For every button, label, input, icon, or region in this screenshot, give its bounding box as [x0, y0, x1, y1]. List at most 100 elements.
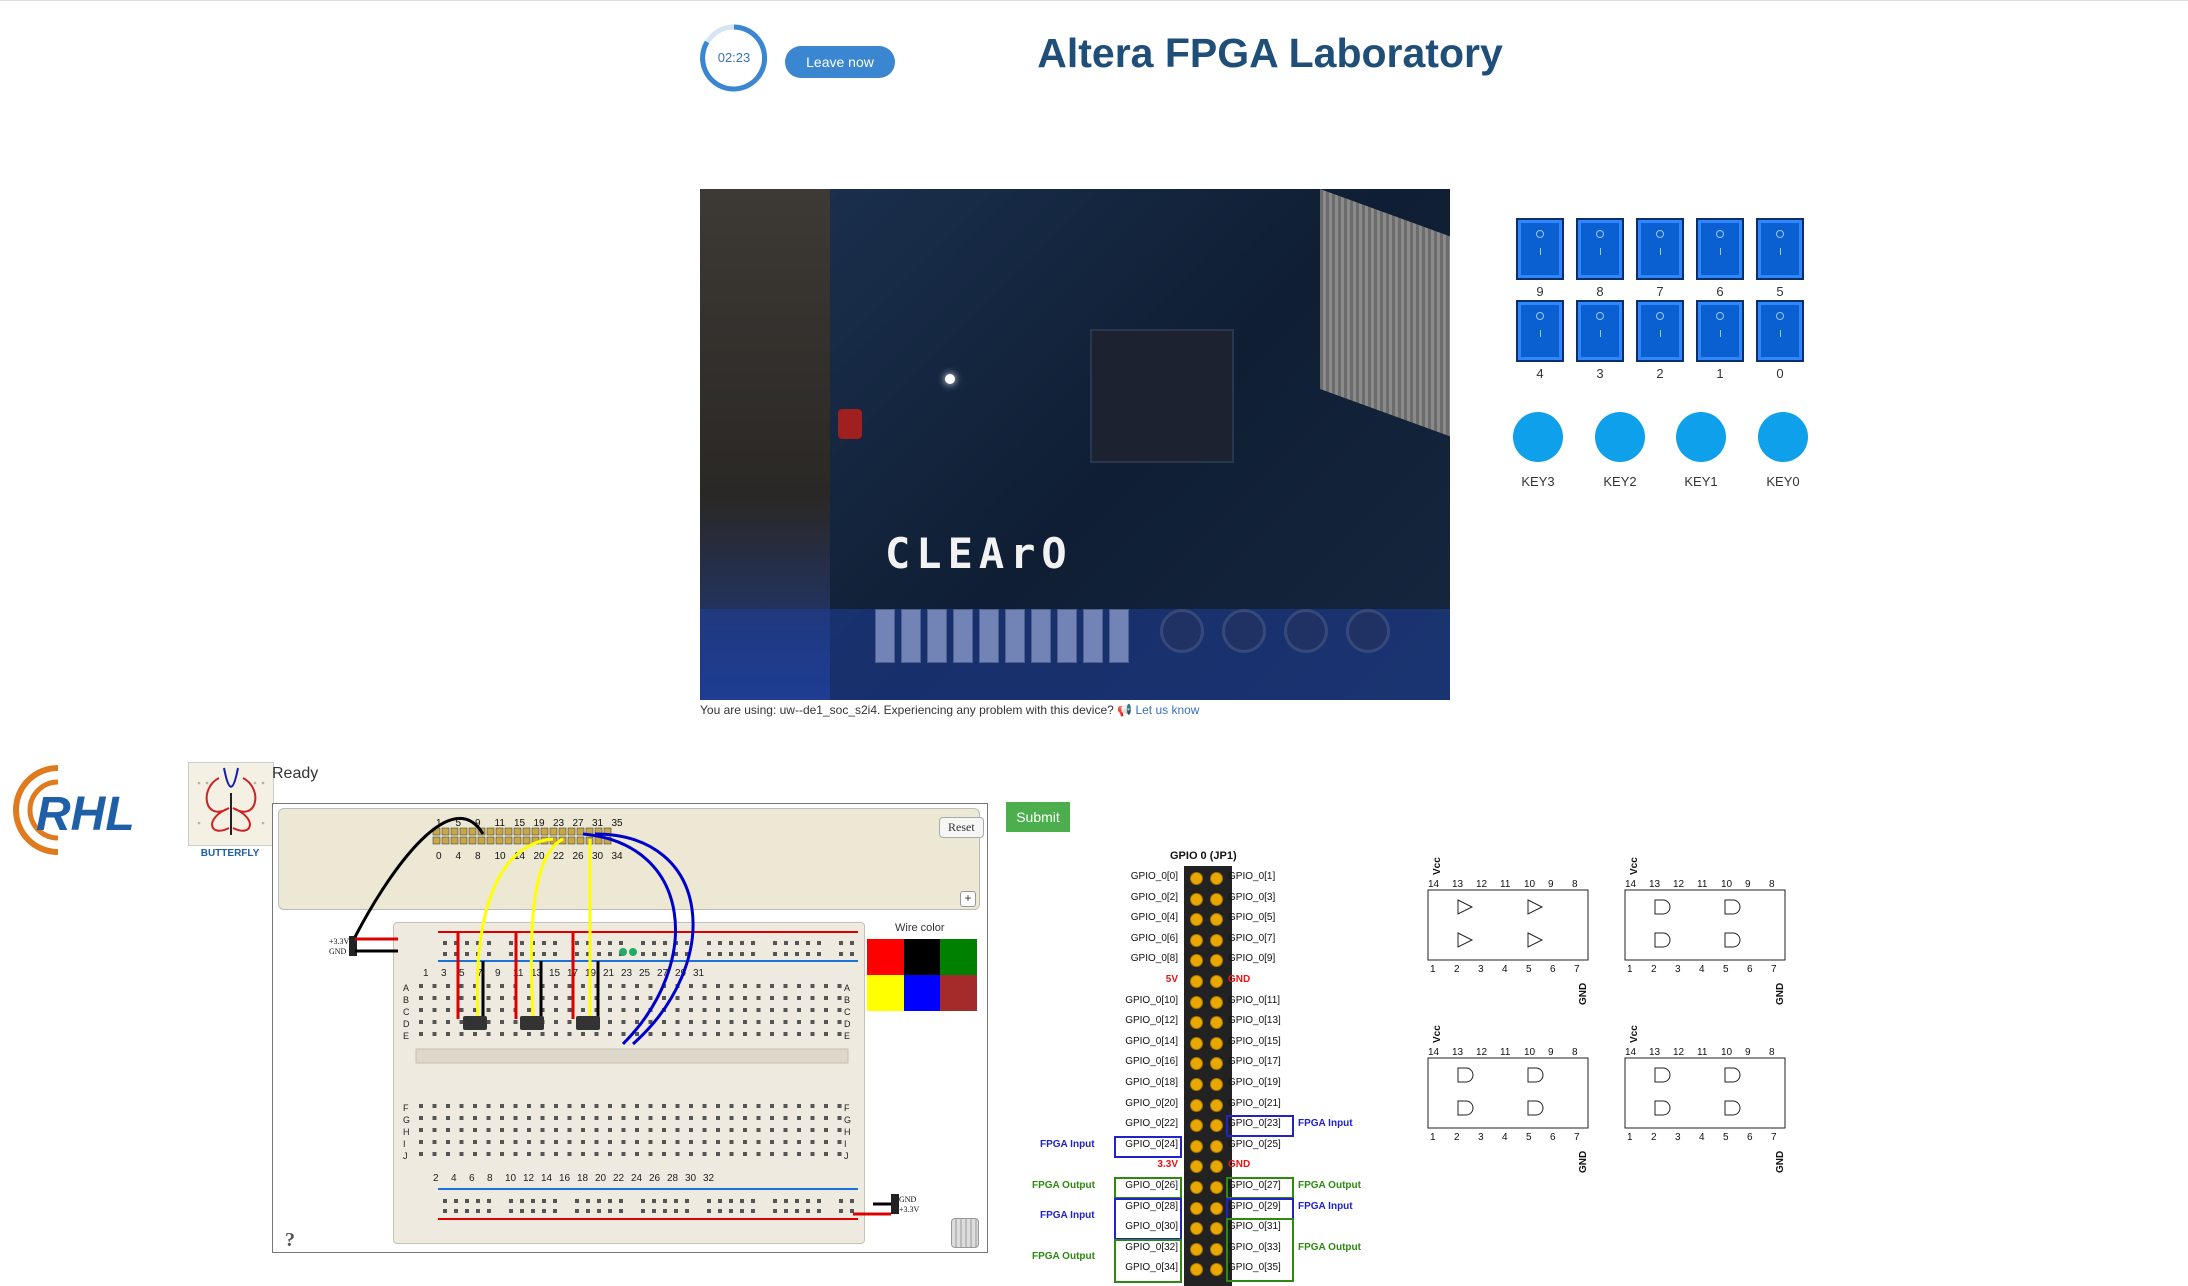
logic-gate	[1654, 932, 1671, 948]
rail-hole	[718, 1209, 722, 1213]
rail-hole	[674, 952, 678, 956]
gpio-number-top: 27	[573, 818, 585, 829]
switch-5[interactable]: 5	[1756, 218, 1804, 299]
gpio-left-label: GPIO_0[28]	[1125, 1200, 1178, 1212]
wire-color-blue[interactable]	[903, 975, 941, 1011]
breadboard-hole	[567, 1152, 572, 1156]
switch-6[interactable]: 6	[1696, 218, 1744, 299]
ic-pin-number: 4	[1502, 964, 1508, 975]
breadboard-hole	[783, 984, 788, 988]
breadboard-hole	[432, 1020, 437, 1024]
breadboard-hole	[513, 1140, 518, 1144]
gpio-number-bottom: 0	[436, 851, 442, 862]
butterfly-thumbnail[interactable]: BUTTERFLY	[188, 762, 274, 862]
switch-3[interactable]: 3	[1576, 300, 1624, 381]
breadboard-hole	[702, 1152, 707, 1156]
breadboard-hole	[729, 1020, 734, 1024]
gpio-hole	[459, 836, 468, 845]
key3-button[interactable]: KEY3	[1513, 412, 1565, 489]
gpio-hole	[495, 827, 504, 836]
gpio-pin	[1210, 872, 1223, 885]
gpio-hole	[567, 836, 576, 845]
rail-hole	[740, 941, 744, 945]
wire-color-brown[interactable]	[940, 975, 977, 1011]
breadboard-hole	[756, 1104, 761, 1108]
ic-pin-number: 14	[1625, 879, 1637, 890]
breadboard-hole	[756, 1128, 761, 1132]
gpio-hole	[468, 827, 477, 836]
reset-button[interactable]: Reset	[939, 817, 984, 838]
ic-gnd-label: GND	[1578, 983, 1589, 1005]
switch-1[interactable]: 1	[1696, 300, 1744, 381]
breadboard-hole	[797, 1116, 801, 1120]
key0-button[interactable]: KEY0	[1758, 412, 1810, 489]
question-icon[interactable]: ?	[285, 1229, 295, 1251]
wire-color-red[interactable]	[867, 939, 904, 975]
breadboard-hole	[432, 1032, 437, 1036]
ic-pin-number: 12	[1476, 1047, 1488, 1058]
breadboard-hole	[567, 984, 572, 988]
switch-8[interactable]: 8	[1576, 218, 1624, 299]
gpio-left-label: GPIO_0[32]	[1125, 1241, 1178, 1253]
rail-hole	[575, 1209, 579, 1213]
breadboard-hole	[446, 996, 450, 1000]
ic-gnd-label: GND	[1775, 983, 1786, 1005]
ic-pin-number: 9	[1548, 879, 1554, 890]
wire-color-black[interactable]	[903, 939, 941, 975]
rail-hole	[795, 1199, 799, 1203]
leave-now-button[interactable]: ↪ Leave now	[785, 46, 895, 78]
rail-hole	[608, 1209, 612, 1213]
breadboard-hole	[500, 1128, 504, 1132]
wire-color-green[interactable]	[940, 939, 977, 975]
ic-pin-number: 4	[1502, 1132, 1508, 1143]
rail-hole	[454, 952, 458, 956]
breadboard-hole	[446, 1032, 450, 1036]
gpio-pin	[1210, 1242, 1223, 1256]
rail-hole	[597, 1209, 601, 1213]
rail-hole	[751, 1209, 755, 1213]
gpio-number-top: 5	[456, 818, 462, 829]
gpio-hole	[558, 827, 567, 836]
breadboard-hole	[419, 1008, 423, 1012]
breadboard-hole	[608, 1104, 612, 1108]
ic-pin-number: 10	[1721, 879, 1733, 890]
switch-2[interactable]: 2	[1636, 300, 1684, 381]
expand-button[interactable]: +	[960, 891, 976, 907]
switch-4[interactable]: 4	[1516, 300, 1564, 381]
ic-gnd-label: GND	[1578, 1151, 1589, 1173]
rail-hole	[443, 941, 447, 945]
gpio-number-top: 23	[553, 818, 565, 829]
switch-9[interactable]: 9	[1516, 218, 1564, 299]
breadboard-hole	[689, 1032, 693, 1036]
breadboard-hole	[824, 1008, 828, 1012]
slide-switch	[520, 1016, 544, 1030]
gpio-pin	[1190, 954, 1203, 968]
submit-button[interactable]: Submit	[1006, 802, 1070, 832]
key1-button[interactable]: KEY1	[1676, 412, 1728, 489]
breadboard-hole	[797, 1104, 801, 1108]
gpio-pin	[1190, 1036, 1203, 1050]
trash-icon[interactable]	[951, 1218, 979, 1248]
rail-hole	[685, 941, 689, 945]
breadboard-hole	[581, 1140, 585, 1144]
column-number: 8	[487, 1173, 493, 1184]
wire-color-palette	[867, 939, 977, 1011]
rail-hole	[784, 1209, 788, 1213]
breadboard-hole	[837, 1140, 842, 1144]
report-link[interactable]: 📢 Let us know	[1117, 703, 1199, 717]
rail-hole	[806, 1199, 810, 1203]
ic-pin-number: 1	[1627, 964, 1633, 975]
gpio-connector-area: Reset +	[278, 808, 984, 910]
row-letter: H	[403, 1127, 410, 1137]
switch-0[interactable]: 0	[1756, 300, 1804, 381]
gpio-annotation: FPGA Input	[1298, 1118, 1353, 1130]
switch-label: 6	[1716, 284, 1724, 299]
ic-pin-number: 8	[1769, 879, 1775, 890]
key2-button[interactable]: KEY2	[1595, 412, 1647, 489]
breadboard-hole	[770, 1152, 774, 1156]
gpio-right-label: GPIO_0[11]	[1228, 994, 1281, 1006]
switch-7[interactable]: 7	[1636, 218, 1684, 299]
wire-color-yellow[interactable]	[867, 975, 904, 1011]
gpio-hole	[495, 836, 504, 845]
